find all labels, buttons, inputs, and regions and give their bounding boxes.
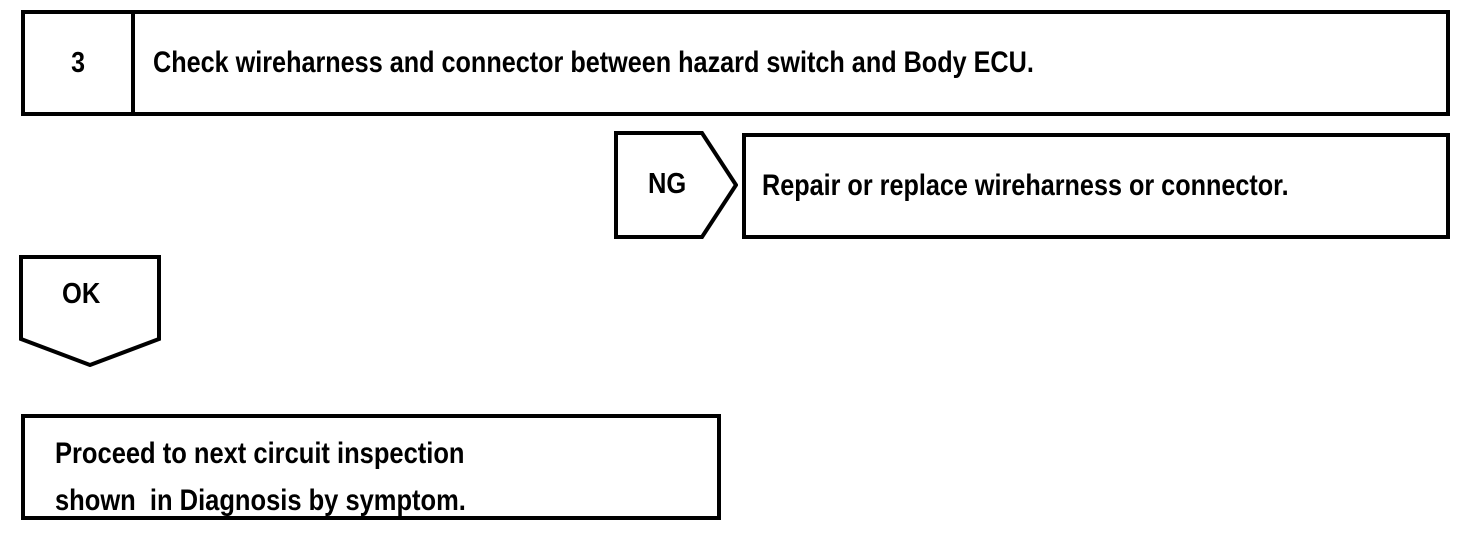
ng-pentagon-shape	[614, 131, 738, 239]
step-number: 3	[71, 46, 85, 79]
next-action-line-1: Proceed to next circuit inspection	[55, 437, 465, 470]
next-action-box: Proceed to next circuit inspection shown…	[21, 414, 721, 520]
next-action-line-2: shown in Diagnosis by symptom.	[55, 484, 466, 517]
ng-branch-label: NG	[648, 168, 687, 200]
ng-result-box: Repair or replace wireharness or connect…	[742, 133, 1450, 239]
step-row: 3 Check wireharness and connector betwee…	[21, 10, 1450, 116]
step-number-cell: 3	[25, 14, 135, 112]
ok-branch-arrow	[19, 255, 161, 367]
ok-branch-label: OK	[62, 278, 101, 310]
step-instruction-cell: Check wireharness and connector between …	[139, 14, 1446, 112]
ng-branch-arrow	[614, 131, 738, 239]
ok-pentagon-shape	[19, 255, 161, 367]
ng-result-text: Repair or replace wireharness or connect…	[762, 169, 1289, 202]
step-instruction-text: Check wireharness and connector between …	[153, 46, 1034, 79]
